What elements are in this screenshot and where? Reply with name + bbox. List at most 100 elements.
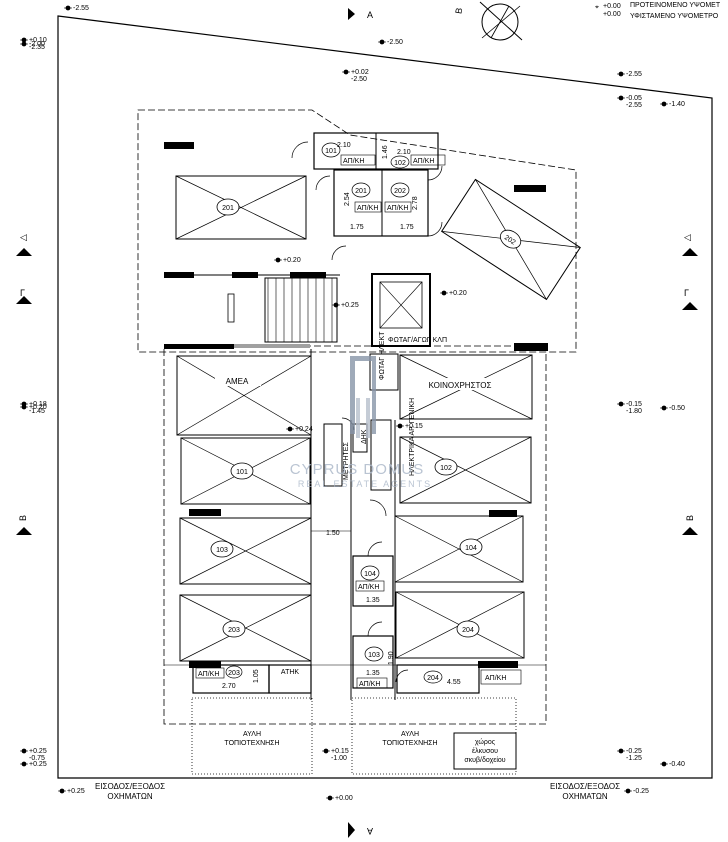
- svg-text:◁: ◁: [20, 232, 27, 242]
- svg-text:4.55: 4.55: [447, 679, 461, 686]
- level-marker: -2.00: [20, 41, 45, 48]
- svg-text:ΟΧΗΜΑΤΩΝ: ΟΧΗΜΑΤΩΝ: [107, 792, 152, 801]
- svg-text:A: A: [367, 10, 373, 20]
- storage-block-lower: 104 ΑΠ/ΚΗ 1.35 103 1.35 ΑΠ/ΚΗ 1.90: [352, 541, 409, 689]
- section-b-marker-left: ◁ Γ B: [16, 232, 32, 535]
- level-value-lower: -2.35: [29, 44, 45, 51]
- svg-text:202: 202: [394, 188, 406, 195]
- level-marker: -0.40: [660, 761, 685, 768]
- parking-space: 204: [395, 591, 525, 659]
- section-a-marker-bottom: A: [348, 822, 373, 838]
- staircase: [227, 277, 338, 343]
- level-value: -0.50: [669, 405, 685, 412]
- watermark: CYPRUS DOMUS REAL ESTATE AGENTS: [290, 356, 432, 489]
- level-value: -0.05: [626, 95, 642, 102]
- level-marker: -0.15-1.80: [617, 401, 642, 415]
- svg-text:203: 203: [228, 670, 240, 677]
- level-value: +0.25: [67, 788, 85, 795]
- watermark-tagline: REAL ESTATE AGENTS: [298, 479, 432, 489]
- svg-text:104: 104: [364, 571, 376, 578]
- level-value: +0.20: [283, 257, 301, 264]
- parking-space: 104: [394, 515, 524, 583]
- level-marker: +0.25: [58, 788, 85, 795]
- parking-space: 202: [440, 178, 581, 301]
- parking-space: 103: [179, 517, 312, 585]
- level-value-lower: -1.80: [626, 408, 642, 415]
- svg-text:2.70: 2.70: [222, 683, 236, 690]
- plot-boundary: [57, 15, 713, 779]
- svg-text:⌖: ⌖: [595, 4, 599, 11]
- duct-label: ΦΩΤΑΓ/ΑΓΩΓ ΚΛΠ: [388, 337, 447, 344]
- parking-space: ΚΟΙΝΟΧΡΗΣΤΟΣ: [399, 354, 533, 420]
- level-value-lower: -2.55: [626, 102, 642, 109]
- svg-text:1.50: 1.50: [326, 530, 340, 537]
- legend-existing: ΥΦΙΣΤΑΜΕΝΟ ΥΨΟΜΕΤΡΟ: [630, 13, 719, 20]
- level-marker: +0.25-0.75: [20, 748, 47, 762]
- level-value: -2.55: [73, 5, 89, 12]
- parking-space: 201: [175, 175, 307, 240]
- entrance-right: ΕΙΣΟΔΟΣ/ΕΞΟΔΟΣ ΟΧΗΜΑΤΩΝ: [550, 782, 620, 801]
- svg-text:2.54: 2.54: [344, 192, 351, 206]
- svg-text:B: B: [18, 515, 28, 521]
- svg-text:2.10: 2.10: [397, 149, 411, 156]
- svg-text:1.46: 1.46: [382, 145, 389, 159]
- level-marker: +0.25: [332, 302, 359, 309]
- level-value: +0.18: [29, 401, 47, 408]
- svg-text:1.05: 1.05: [253, 669, 260, 683]
- svg-text:ΚΟΙΝΟΧΡΗΣΤΟΣ: ΚΟΙΝΟΧΡΗΣΤΟΣ: [429, 381, 492, 390]
- svg-text:A: A: [367, 826, 373, 836]
- level-value: +0.25: [341, 302, 359, 309]
- level-value: +0.15: [331, 748, 349, 755]
- svg-text:Γ: Γ: [20, 288, 25, 298]
- svg-text:201: 201: [355, 188, 367, 195]
- level-value: +0.10: [29, 37, 47, 44]
- svg-text:ΗΛΕΚΤΡΙΚΑ ΑΡ. ΓΕΝΙΚΗ: ΗΛΕΚΤΡΙΚΑ ΑΡ. ΓΕΝΙΚΗ: [409, 398, 416, 476]
- svg-text:1.35: 1.35: [366, 597, 380, 604]
- level-value: +0.24: [295, 426, 313, 433]
- svg-text:1.90: 1.90: [388, 651, 395, 665]
- level-marker: +0.20: [440, 290, 467, 297]
- storage-block-upper: 101 ΑΠ/ΚΗ 102 ΑΠ/ΚΗ 2.10 2.10 1.46 201 2…: [291, 132, 446, 261]
- svg-text:ΕΙΣΟΔΟΣ/ΕΞΟΔΟΣ: ΕΙΣΟΔΟΣ/ΕΞΟΔΟΣ: [95, 782, 165, 791]
- svg-text:1.75: 1.75: [350, 224, 364, 231]
- level-marker: -0.50: [660, 405, 685, 412]
- svg-text:ΑΜΕΑ: ΑΜΕΑ: [226, 377, 249, 386]
- level-marker: -0.05-2.55: [617, 95, 642, 109]
- svg-text:ΑΤΗΚ: ΑΤΗΚ: [281, 669, 299, 676]
- parking-space: 102: [399, 436, 532, 504]
- svg-text:ΟΧΗΜΑΤΩΝ: ΟΧΗΜΑΤΩΝ: [562, 792, 607, 801]
- level-value-lower: -2.50: [351, 76, 367, 83]
- level-marker: +0.25: [20, 761, 47, 768]
- parking-grid: ΑΜΕΑ ΚΟΙΝΟΧΡΗΣΤΟΣ 101 102: [176, 354, 533, 662]
- svg-text:103: 103: [368, 652, 380, 659]
- svg-text:ΑΠ/ΚΗ: ΑΠ/ΚΗ: [387, 205, 408, 212]
- svg-text:101: 101: [236, 469, 248, 476]
- north-label: B: [453, 7, 464, 15]
- svg-text:ΑΠ/ΚΗ: ΑΠ/ΚΗ: [358, 584, 379, 591]
- level-value: -0.25: [633, 788, 649, 795]
- level-marker: +0.15: [396, 423, 423, 430]
- upper-walls: [164, 142, 547, 351]
- svg-text:2.78: 2.78: [412, 196, 419, 210]
- svg-text:204: 204: [427, 675, 439, 682]
- svg-text:ΑΠ/ΚΗ: ΑΠ/ΚΗ: [485, 675, 506, 682]
- level-value: +0.00: [335, 795, 353, 802]
- svg-text:ΕΙΣΟΔΟΣ/ΕΞΟΔΟΣ: ΕΙΣΟΔΟΣ/ΕΞΟΔΟΣ: [550, 782, 620, 791]
- svg-text:102: 102: [440, 465, 452, 472]
- legend-proposed-value: +0.00: [603, 3, 621, 10]
- level-markers: -2.55+0.10-2.35-2.00-2.50+0.02-2.50-2.55…: [20, 5, 685, 802]
- svg-text:ΑΠ/ΚΗ: ΑΠ/ΚΗ: [359, 681, 380, 688]
- svg-text:102: 102: [394, 160, 406, 167]
- parking-space: 203: [179, 594, 312, 662]
- level-marker: -2.55: [64, 5, 89, 12]
- svg-text:Γ: Γ: [684, 288, 689, 298]
- svg-text:ΦΩΤΑΓ ΗΛΕΚΤ: ΦΩΤΑΓ ΗΛΕΚΤ: [379, 331, 386, 380]
- level-value: +0.25: [29, 761, 47, 768]
- level-value-lower: -0.75: [29, 755, 45, 762]
- svg-text:104: 104: [465, 545, 477, 552]
- level-value-lower: -1.00: [331, 755, 347, 762]
